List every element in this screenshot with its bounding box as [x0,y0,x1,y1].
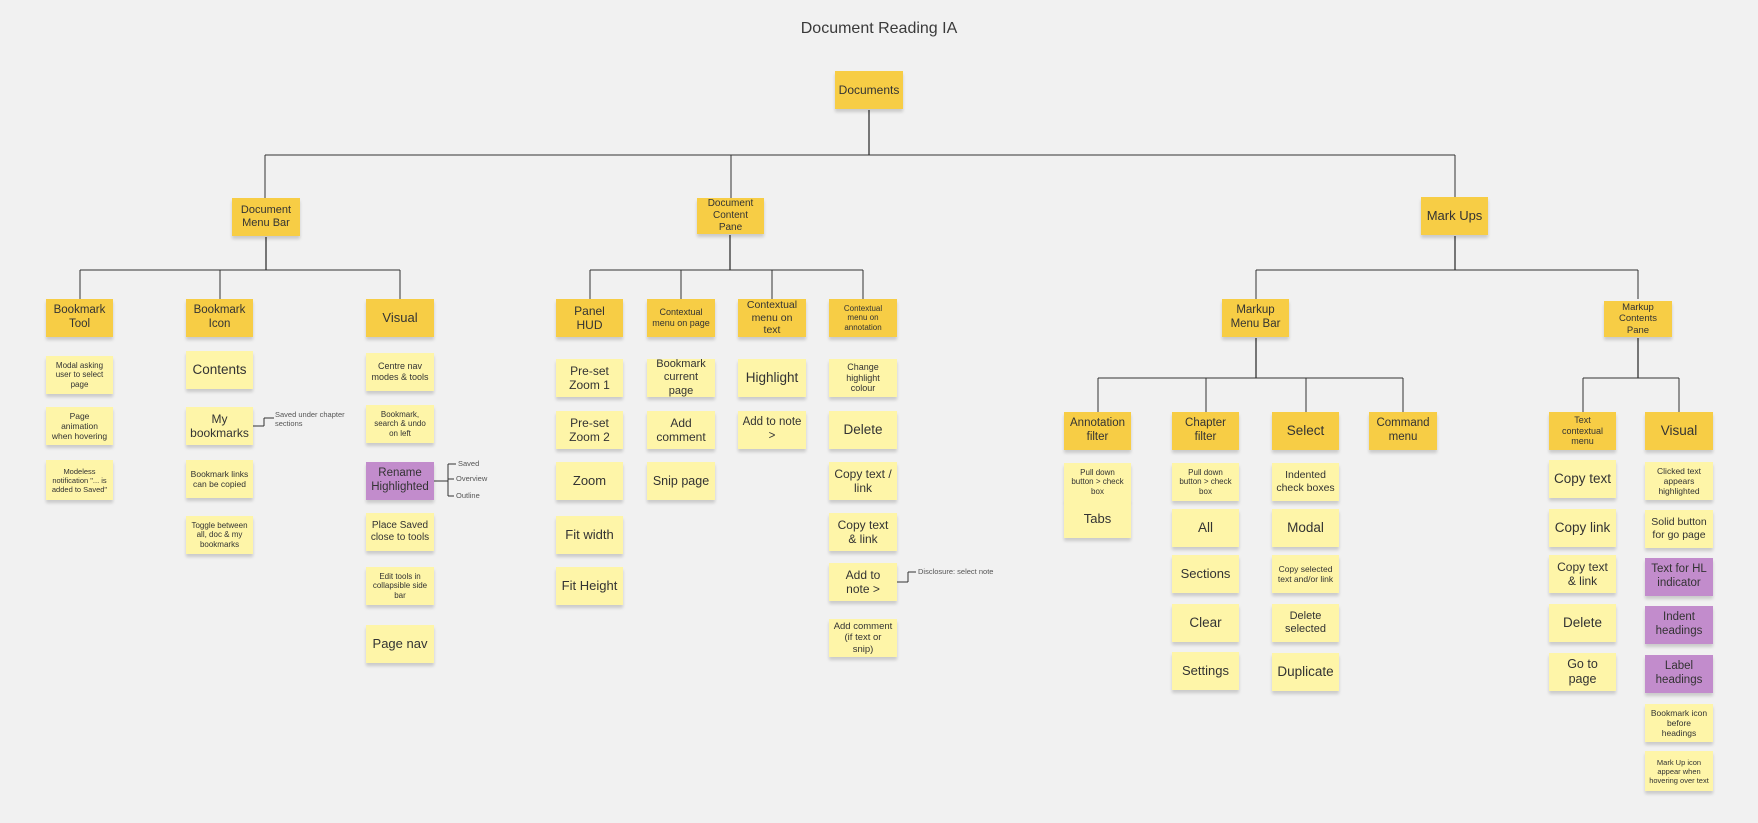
root-note[interactable]: Documents [835,71,903,109]
diagram-title: Document Reading IA [800,20,958,37]
group-contextual-menu-annotation[interactable]: Contextual menu on annotation [829,299,897,337]
note-label-headings[interactable]: Label headings [1645,655,1713,693]
branch-document-menu-bar[interactable]: Document Menu Bar [232,198,300,236]
note-duplicate[interactable]: Duplicate [1272,653,1339,691]
note-my-bookmarks[interactable]: My bookmarks [186,407,253,445]
note-go-to-page[interactable]: Go to page [1549,653,1616,691]
note-clear[interactable]: Clear [1172,604,1239,642]
branch-document-content-pane[interactable]: Document Content Pane [697,198,764,234]
note-bookmark-search-undo[interactable]: Bookmark, search & undo on left [366,405,434,443]
note-contents[interactable]: Contents [186,351,253,389]
note-modal-select-page[interactable]: Modal asking user to select page [46,356,113,394]
group-chapter-filter[interactable]: Chapter filter [1172,412,1239,450]
subgroup-markup-contents-pane[interactable]: Markup Contents Pane [1604,301,1672,337]
note-solid-button-go-page[interactable]: Solid button for go page [1645,510,1713,548]
option-outline: Outline [456,491,480,500]
note-edit-tools-sidebar[interactable]: Edit tools in collapsible side bar [366,567,434,605]
note-add-comment[interactable]: Add comment [647,411,715,449]
group-visual-pane[interactable]: Visual [1645,412,1713,450]
note-copy-text[interactable]: Copy text [1549,460,1616,498]
group-contextual-menu-text[interactable]: Contextual menu on text [738,299,806,337]
note-chapter-pulldown[interactable]: Pull down button > check box [1172,463,1239,501]
note-add-to-note-annotation[interactable]: Add to note > [829,563,897,601]
note-delete-selected[interactable]: Delete selected [1272,604,1339,642]
note-change-highlight-colour[interactable]: Change highlight colour [829,359,897,397]
note-page-animation[interactable]: Page animation when hovering [46,407,113,445]
note-settings[interactable]: Settings [1172,652,1239,690]
note-copy-text-slash-link[interactable]: Copy text / link [829,462,897,500]
note-bookmark-links-copied[interactable]: Bookmark links can be copied [186,460,253,498]
note-text-for-hl-indicator[interactable]: Text for HL indicator [1645,558,1713,596]
note-highlight[interactable]: Highlight [738,359,806,397]
note-rename-highlighted[interactable]: Rename Highlighted [366,462,434,500]
note-indented-check-boxes[interactable]: Indented check boxes [1272,463,1339,501]
subgroup-markup-menu-bar[interactable]: Markup Menu Bar [1222,299,1289,337]
note-place-saved[interactable]: Place Saved close to tools [366,513,434,551]
note-annotation-pulldown[interactable]: Pull down button > check box [1064,463,1131,501]
group-bookmark-icon[interactable]: Bookmark Icon [186,299,253,337]
note-fit-height[interactable]: Fit Height [556,567,623,605]
note-page-nav[interactable]: Page nav [366,625,434,663]
note-modeless-notification[interactable]: Modeless notification "... is added to S… [46,460,113,500]
note-clicked-text-highlighted[interactable]: Clicked text appears highlighted [1645,462,1713,500]
note-delete-pane[interactable]: Delete [1549,604,1616,642]
note-bookmark-icon-headings[interactable]: Bookmark icon before headings [1645,704,1713,742]
annotation-saved-under-chapter: Saved under chapter sections [275,410,345,428]
note-delete-annotation[interactable]: Delete [829,411,897,449]
note-fit-width[interactable]: Fit width [556,516,623,554]
group-panel-hud[interactable]: Panel HUD [556,299,623,337]
note-copy-text-link-pane[interactable]: Copy text & link [1549,555,1616,593]
note-snip-page[interactable]: Snip page [647,462,715,500]
group-text-contextual-menu[interactable]: Text contextual menu [1549,412,1616,450]
branch-mark-ups[interactable]: Mark Ups [1421,197,1488,235]
annotation-disclosure-select-note: Disclosure: select note [918,567,994,576]
group-select[interactable]: Select [1272,412,1339,450]
note-centre-nav-modes[interactable]: Centre nav modes & tools [366,353,434,391]
option-saved: Saved [458,459,480,468]
note-add-to-note-text[interactable]: Add to note > [738,411,806,449]
note-zoom[interactable]: Zoom [556,462,623,500]
note-indent-headings[interactable]: Indent headings [1645,606,1713,644]
group-annotation-filter[interactable]: Annotation filter [1064,412,1131,450]
note-copy-selected[interactable]: Copy selected text and/or link [1272,555,1339,593]
note-preset-zoom-2[interactable]: Pre-set Zoom 2 [556,411,623,449]
group-bookmark-tool[interactable]: Bookmark Tool [46,299,113,337]
note-copy-text-and-link[interactable]: Copy text & link [829,513,897,551]
note-markup-icon-hover[interactable]: Mark Up icon appear when hovering over t… [1645,751,1713,791]
note-sections[interactable]: Sections [1172,555,1239,593]
note-toggle-bookmarks[interactable]: Toggle between all, doc & my bookmarks [186,516,253,554]
note-copy-link[interactable]: Copy link [1549,509,1616,547]
option-overview: Overview [456,474,488,483]
group-visual[interactable]: Visual [366,299,434,337]
note-modal[interactable]: Modal [1272,509,1339,547]
note-add-comment-text-snip[interactable]: Add comment (if text or snip) [829,619,897,657]
note-all[interactable]: All [1172,509,1239,547]
group-contextual-menu-page[interactable]: Contextual menu on page [647,299,715,337]
group-command-menu[interactable]: Command menu [1369,412,1437,450]
note-bookmark-current-page[interactable]: Bookmark current page [647,358,715,397]
note-tabs[interactable]: Tabs [1064,500,1131,538]
note-preset-zoom-1[interactable]: Pre-set Zoom 1 [556,359,623,397]
